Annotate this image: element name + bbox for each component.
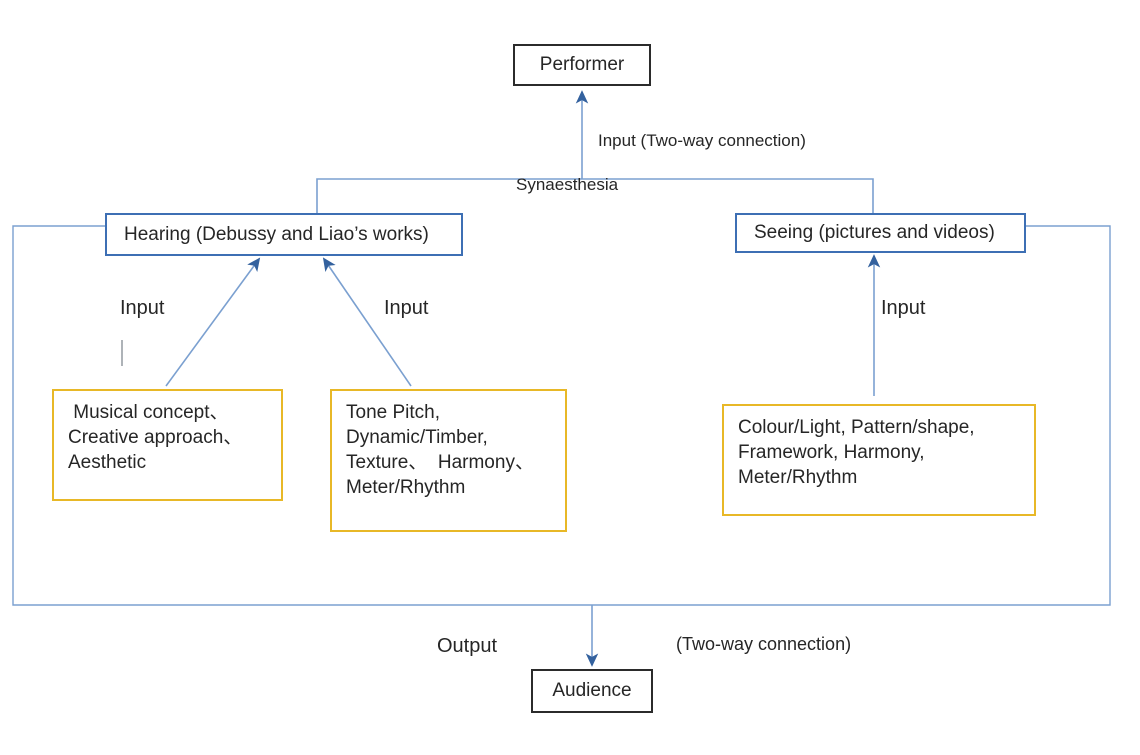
label-input-seeing: Input [881,297,926,319]
node-seeing[interactable]: Seeing (pictures and videos) [735,213,1026,253]
node-musical-concept[interactable]: Musical concept、 Creative approach、 Aest… [52,389,283,501]
node-audience-label: Audience [552,680,632,702]
node-colour-light-label: Colour/Light, Pattern/shape, Framework, … [738,417,975,489]
label-synaesthesia: Synaesthesia [516,175,619,194]
label-input-two-way: Input (Two-way connection) [598,131,806,150]
node-performer[interactable]: Performer [513,44,651,86]
node-hearing[interactable]: Hearing (Debussy and Liao’s works) [105,213,463,256]
node-musical-concept-label: Musical concept、 Creative approach、 Aest… [68,402,243,474]
node-audience[interactable]: Audience [531,669,653,713]
label-input-hearing-left: Input [120,297,165,319]
node-seeing-label: Seeing (pictures and videos) [754,222,995,244]
node-hearing-label: Hearing (Debussy and Liao’s works) [124,223,429,245]
edge-tone-pitch-to-hearing [322,257,412,387]
node-tone-pitch[interactable]: Tone Pitch, Dynamic/Timber, Texture、 Har… [330,389,567,532]
node-tone-pitch-label: Tone Pitch, Dynamic/Timber, Texture、 Har… [346,402,534,499]
label-output: Output [437,635,498,657]
edge-musical-concept-to-hearing [165,257,261,387]
node-colour-light[interactable]: Colour/Light, Pattern/shape, Framework, … [722,404,1036,516]
node-performer-label: Performer [539,54,625,76]
label-two-way-connection: (Two-way connection) [676,634,852,654]
label-input-hearing-right: Input [384,297,429,319]
